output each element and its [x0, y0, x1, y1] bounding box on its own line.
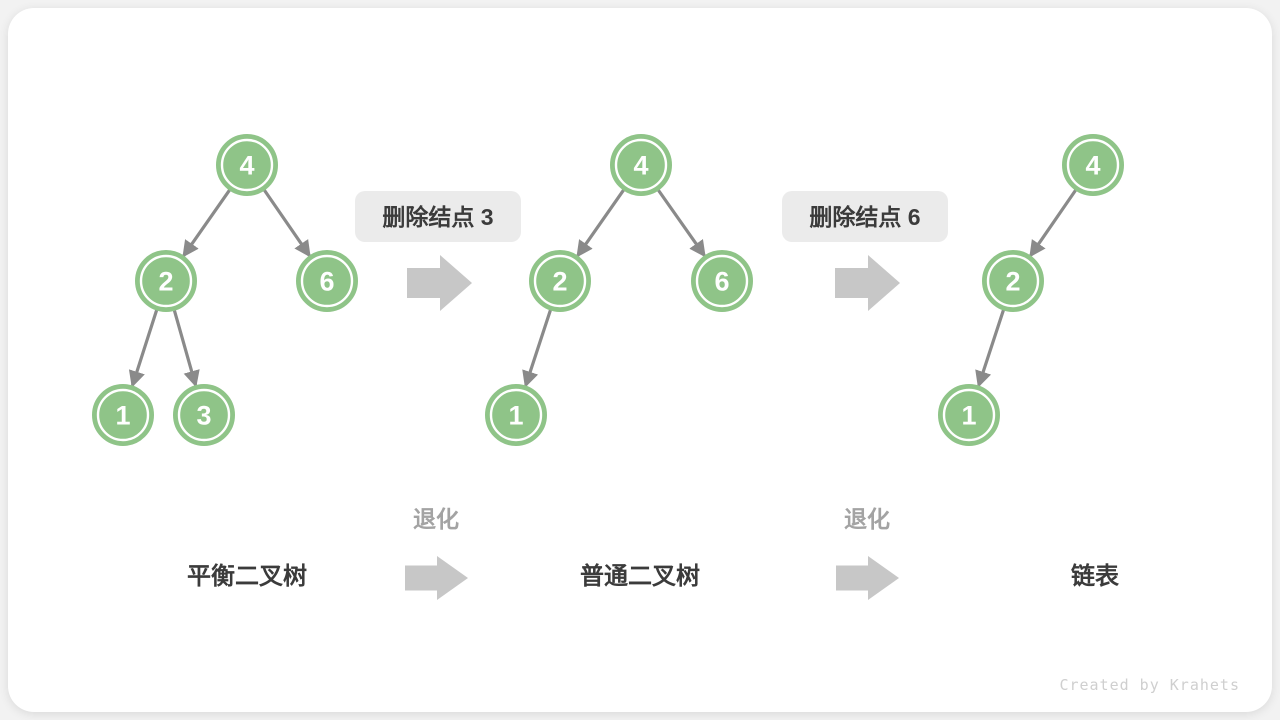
tree1-edge-2-3 — [172, 309, 200, 388]
tree2-name-label: 普通二叉树 — [580, 562, 700, 590]
tree1-node-6-value: 6 — [319, 267, 334, 297]
right-block-arrow-icon — [405, 556, 468, 600]
tree1-node-2-value: 2 — [158, 267, 173, 297]
tree2-node-1-value: 1 — [508, 401, 523, 431]
operation-label: 删除结点 6 — [809, 204, 920, 230]
tree-linked-list: 4 2 1 — [938, 134, 1124, 446]
caption-row: 平衡二叉树 退化 普通二叉树 退化 链表 — [187, 506, 1120, 600]
right-block-arrow-icon — [836, 556, 899, 600]
tree2-edge-2-1 — [522, 308, 552, 388]
right-block-arrow-icon — [407, 255, 472, 311]
right-block-arrow-icon — [835, 255, 900, 311]
tree2-edge-4-6 — [656, 188, 706, 258]
tree3-node-2: 2 — [982, 250, 1044, 312]
tree3-node-4: 4 — [1062, 134, 1124, 196]
tree3-edge-2-1 — [975, 308, 1005, 388]
tree2-node-1: 1 — [485, 384, 547, 446]
tree1-node-4: 4 — [216, 134, 278, 196]
degrade-label-1: 退化 — [413, 506, 459, 532]
tree1-node-1-value: 1 — [115, 401, 130, 431]
tree1-node-3-value: 3 — [196, 401, 211, 431]
tree1-edge-4-2 — [182, 188, 231, 258]
tree3-node-2-value: 2 — [1005, 267, 1020, 297]
operation-label: 删除结点 3 — [382, 204, 493, 230]
operation-label-box — [355, 191, 521, 242]
tree1-edge-4-6 — [263, 188, 311, 258]
tree1-name-label: 平衡二叉树 — [187, 562, 307, 590]
tree2-node-4-value: 4 — [633, 151, 648, 181]
tree1-node-4-value: 4 — [239, 151, 254, 181]
tree1-edge-2-1 — [128, 308, 159, 388]
tree-balanced: 4 2 6 1 3 — [92, 134, 358, 446]
tree1-node-2: 2 — [135, 250, 197, 312]
tree3-node-1: 1 — [938, 384, 1000, 446]
tree-ordinary: 4 2 6 1 — [485, 134, 753, 446]
operation-delete-6: 删除结点 6 — [782, 191, 948, 311]
tree2-node-4: 4 — [610, 134, 672, 196]
diagram-card — [8, 8, 1272, 712]
degrade-label-2: 退化 — [844, 506, 890, 532]
tree3-name-label: 链表 — [1071, 562, 1120, 590]
tree1-node-1: 1 — [92, 384, 154, 446]
tree3-node-4-value: 4 — [1085, 151, 1100, 181]
tree2-node-6-value: 6 — [714, 267, 729, 297]
tree2-node-6: 6 — [691, 250, 753, 312]
tree2-node-2: 2 — [529, 250, 591, 312]
tree2-node-2-value: 2 — [552, 267, 567, 297]
watermark: Created by Krahets — [1059, 676, 1240, 694]
operation-delete-3: 删除结点 3 — [355, 191, 521, 311]
tree1-node-6: 6 — [296, 250, 358, 312]
tree2-edge-4-2 — [576, 188, 625, 258]
tree3-node-1-value: 1 — [961, 401, 976, 431]
operation-label-box — [782, 191, 948, 242]
tree3-edge-4-2 — [1029, 188, 1078, 258]
tree1-node-3: 3 — [173, 384, 235, 446]
